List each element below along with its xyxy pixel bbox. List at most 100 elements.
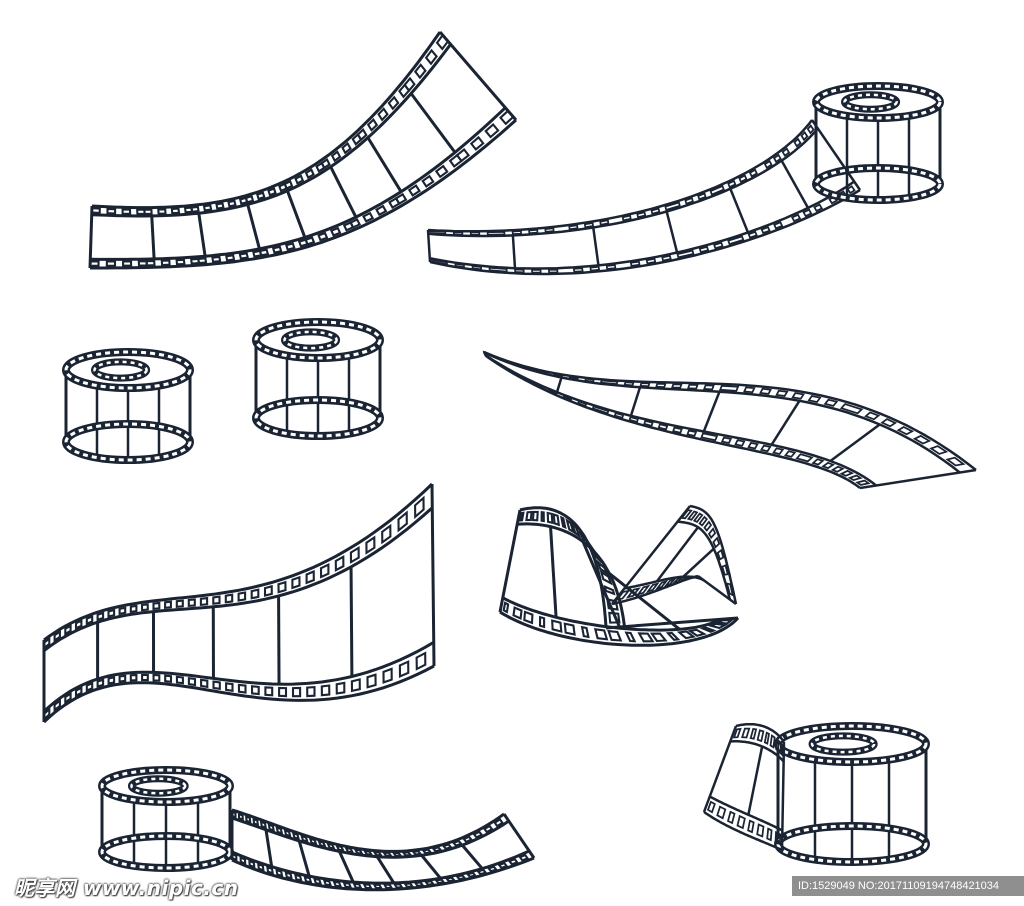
film-end [430, 483, 436, 667]
frame-divider [375, 855, 396, 884]
frame-divider [702, 391, 721, 432]
film-roll-small-left [62, 348, 194, 464]
sprocket-hole [278, 686, 288, 698]
sprocket-hole [160, 259, 171, 267]
sprocket-hole [277, 580, 287, 594]
film-end [780, 741, 786, 851]
sprocket-hole [335, 844, 346, 853]
sprocket-hole [760, 226, 771, 235]
sprocket-hole [635, 584, 651, 596]
sprocket-hole [106, 207, 117, 215]
sprocket-hole [486, 231, 506, 236]
frame-divider [780, 160, 810, 209]
sprocket-hole [421, 848, 433, 855]
sprocket-hole [107, 676, 116, 685]
sprocket-holes [810, 734, 876, 754]
sprocket-hole [636, 211, 647, 219]
sprocket-hole [655, 382, 667, 389]
sprocket-hole [795, 453, 814, 463]
sprocket-hole [712, 536, 721, 549]
sprocket-hole [743, 386, 756, 394]
film-edge [483, 350, 977, 471]
sprocket-hole [599, 379, 619, 386]
film-end [498, 509, 522, 613]
sprocket-hole [593, 552, 603, 564]
sprocket-hole [769, 734, 776, 749]
sprocket-hole [199, 596, 209, 607]
sprocket-hole [382, 667, 393, 684]
sprocket-hole [145, 259, 156, 267]
sprocket-hole [599, 219, 610, 226]
film-end [611, 505, 691, 605]
sprocket-hole [237, 812, 244, 822]
sprocket-hole [807, 395, 822, 403]
sprocket-hole [552, 512, 561, 527]
sprocket-hole [175, 675, 184, 685]
sprocket-hole [518, 853, 530, 862]
sprocket-holes [100, 834, 232, 870]
sprocket-hole [706, 800, 716, 814]
film-edge [91, 31, 442, 210]
sprocket-hole [759, 444, 772, 453]
sprocket-hole [783, 450, 797, 458]
sprocket-hole [482, 824, 494, 834]
sprocket-hole [716, 548, 725, 561]
sprocket-hole [423, 880, 436, 886]
sprocket-hole [802, 208, 813, 218]
sprocket-hole [538, 615, 546, 629]
sprocket-hole [584, 377, 595, 383]
image-id-bar: ID:1529049 NO:20171109194748421034 [792, 876, 1024, 896]
sprocket-hole [284, 242, 296, 251]
sprocket-hole [64, 624, 72, 636]
film-end [88, 205, 94, 269]
film-edge [90, 118, 517, 270]
sprocket-hole [319, 563, 330, 579]
frame-divider [549, 526, 558, 618]
sprocket-hole [140, 603, 149, 612]
film-strip-roll-top-right [426, 82, 944, 276]
sprocket-hole [435, 33, 450, 51]
frame-divider [511, 235, 517, 269]
sprocket-hole [238, 252, 249, 260]
frame-divider [682, 547, 715, 578]
sprocket-holes [814, 84, 942, 120]
roll-edge [98, 766, 234, 806]
sprocket-hole [434, 878, 446, 885]
sprocket-hole [353, 848, 364, 856]
sprocket-hole [806, 124, 815, 135]
sprocket-hole [421, 174, 435, 188]
film-edge [677, 520, 732, 600]
sprocket-hole [727, 235, 745, 246]
sprocket-hole [912, 434, 932, 445]
sprocket-hole [451, 839, 463, 847]
film-edge [231, 856, 535, 892]
sprocket-hole [454, 262, 465, 269]
sprocket-hole [552, 372, 564, 378]
sprocket-hole [847, 474, 863, 482]
sprocket-hole [716, 805, 727, 820]
sprocket-hole [781, 147, 791, 158]
sprocket-hole [407, 184, 421, 197]
sprocket-hole [699, 626, 717, 633]
sprocket-hole [800, 131, 809, 142]
sprocket-hole [230, 810, 237, 819]
sprocket-hole [248, 859, 256, 869]
sprocket-hole [190, 205, 200, 213]
frame-divider [246, 204, 261, 250]
frame-divider [770, 400, 801, 446]
sprocket-hole [736, 814, 746, 830]
film-edge [499, 610, 740, 647]
sprocket-hole [793, 137, 802, 148]
film-strip-roll-bottom-left [98, 766, 536, 892]
sprocket-hole [702, 384, 715, 391]
sprocket-hole [332, 880, 343, 888]
sprocket-hole [152, 673, 161, 682]
sprocket-hole [267, 823, 276, 832]
sprocket-hole [350, 678, 361, 693]
sprocket-hole [329, 226, 342, 237]
sprocket-hole [375, 204, 388, 217]
sprocket-hole [224, 593, 234, 604]
sprocket-hole [334, 555, 345, 572]
sprocket-hole [703, 520, 713, 532]
film-edge [429, 188, 861, 276]
